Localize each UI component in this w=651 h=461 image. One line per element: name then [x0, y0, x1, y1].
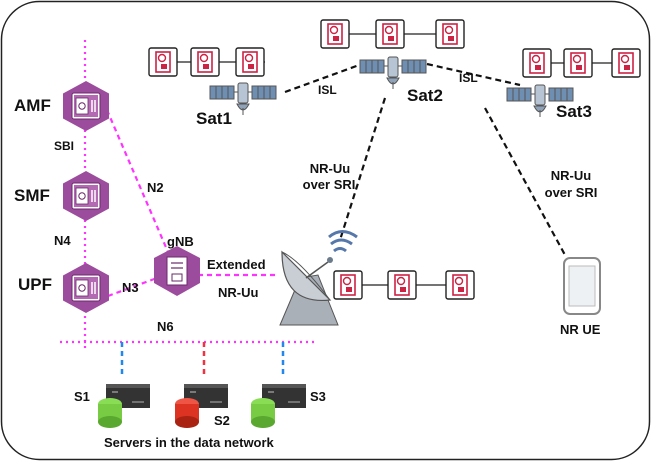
vnf-icon: [375, 19, 405, 49]
vnf-chain-ground: [333, 270, 475, 300]
gnb-icon: [154, 246, 200, 296]
sat1-label: Sat1: [196, 109, 232, 128]
vnf-icon: [333, 270, 363, 300]
vnf-icon: [235, 47, 265, 77]
radio-links: [284, 62, 566, 256]
vnf-icon: [387, 270, 417, 300]
amf-label: AMF: [14, 96, 51, 115]
smf-label: SMF: [14, 186, 50, 205]
sat3-label: Sat3: [556, 102, 592, 121]
server-s1-label: S1: [74, 389, 90, 404]
isl-link-left: [284, 62, 363, 94]
vnf-icon: [190, 47, 220, 77]
sat2-label: Sat2: [407, 86, 443, 105]
n3-label: N3: [122, 280, 139, 295]
n2-link: [105, 109, 170, 253]
n6-label: N6: [157, 319, 174, 334]
vnf-icon: [148, 47, 178, 77]
server-s3-icon: [251, 383, 307, 428]
nr-uu-sri-right-line1: NR-Uu: [550, 168, 592, 183]
server-links: [120, 342, 285, 378]
server-s2-label: S2: [214, 413, 230, 428]
servers-caption: Servers in the data network: [104, 435, 274, 450]
isl-link-right: [426, 62, 521, 87]
vnf-icon: [445, 270, 475, 300]
vnf-chain-sat3: [522, 48, 641, 78]
nr-ue-phone-icon: [563, 257, 601, 315]
server-s3-label: S3: [310, 389, 326, 404]
sbi-label: SBI: [54, 139, 75, 153]
isl-label-right: ISL: [459, 71, 478, 85]
gnb-label: gNB: [167, 234, 194, 249]
satellite-dish-icon: [279, 230, 358, 326]
nr-uu-sri-left-line2: over SRI: [302, 177, 356, 192]
upf-label: UPF: [18, 275, 52, 294]
sri-link-right: [484, 107, 566, 256]
extended-nr-uu-label-line2: NR-Uu: [218, 285, 259, 300]
vnf-icon: [522, 48, 552, 78]
vnf-icon: [320, 19, 350, 49]
vnf-chain-sat2: [320, 19, 465, 49]
vnf-chain-sat1: [148, 47, 265, 77]
vnf-icon: [611, 48, 641, 78]
vnf-icon: [435, 19, 465, 49]
n2-label: N2: [147, 180, 164, 195]
server-s1-icon: [98, 383, 151, 428]
nr-uu-sri-left-line1: NR-Uu: [309, 161, 351, 176]
server-s2-icon: [175, 383, 229, 428]
extended-nr-uu-label-line1: Extended: [207, 257, 266, 272]
vnf-icon: [563, 48, 593, 78]
nr-uu-sri-right-line2: over SRI: [544, 185, 598, 200]
isl-label-left: ISL: [318, 83, 337, 97]
nr-ue-label: NR UE: [560, 322, 601, 337]
n4-label: N4: [54, 233, 71, 248]
sri-link-left: [338, 97, 387, 241]
